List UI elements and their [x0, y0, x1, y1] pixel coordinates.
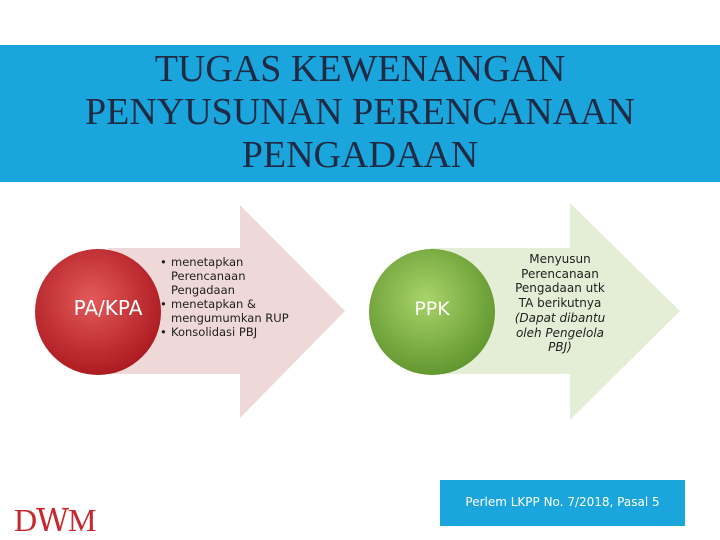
title-line-2: PENYUSUNAN PERENCANAAN	[85, 91, 635, 133]
ppk-circle	[369, 249, 495, 375]
ppk-task-text: Menyusun Perencanaan Pengadaan utk TA be…	[495, 252, 625, 355]
reference-text: Perlem LKPP No. 7/2018, Pasal 5	[465, 495, 660, 509]
dwm-logo: DWM	[14, 501, 96, 539]
pa-kpa-circle	[35, 249, 161, 375]
pa-kpa-label: PA/KPA	[73, 296, 143, 320]
ppk-line: Perencanaan	[521, 266, 599, 281]
ppk-label: PPK	[414, 298, 450, 320]
page-title: TUGAS KEWENANGAN PENYUSUNAN PERENCANAAN …	[0, 48, 720, 177]
title-line-1: TUGAS KEWENANGAN	[154, 48, 566, 90]
list-item: menetapkan Perencanaan Pengadaan	[160, 255, 310, 297]
list-item: Konsolidasi PBJ	[160, 325, 310, 339]
ppk-line: TA berikutnya	[518, 296, 602, 311]
title-band	[0, 45, 720, 182]
ppk-note-line: PBJ)	[548, 340, 572, 355]
ppk-line: Pengadaan utk	[515, 281, 605, 296]
ppk-line: Menyusun	[529, 252, 591, 266]
pa-kpa-task-list: menetapkan Perencanaan Pengadaan menetap…	[160, 255, 310, 339]
reference-box	[440, 480, 685, 526]
list-item: menetapkan & mengumumkan RUP	[160, 297, 310, 325]
ppk-arrow	[430, 203, 680, 420]
title-line-3: PENGADAAN	[241, 134, 479, 176]
ppk-note-line: oleh Pengelola	[515, 325, 605, 340]
ppk-note-line: (Dapat dibantu	[514, 310, 606, 325]
